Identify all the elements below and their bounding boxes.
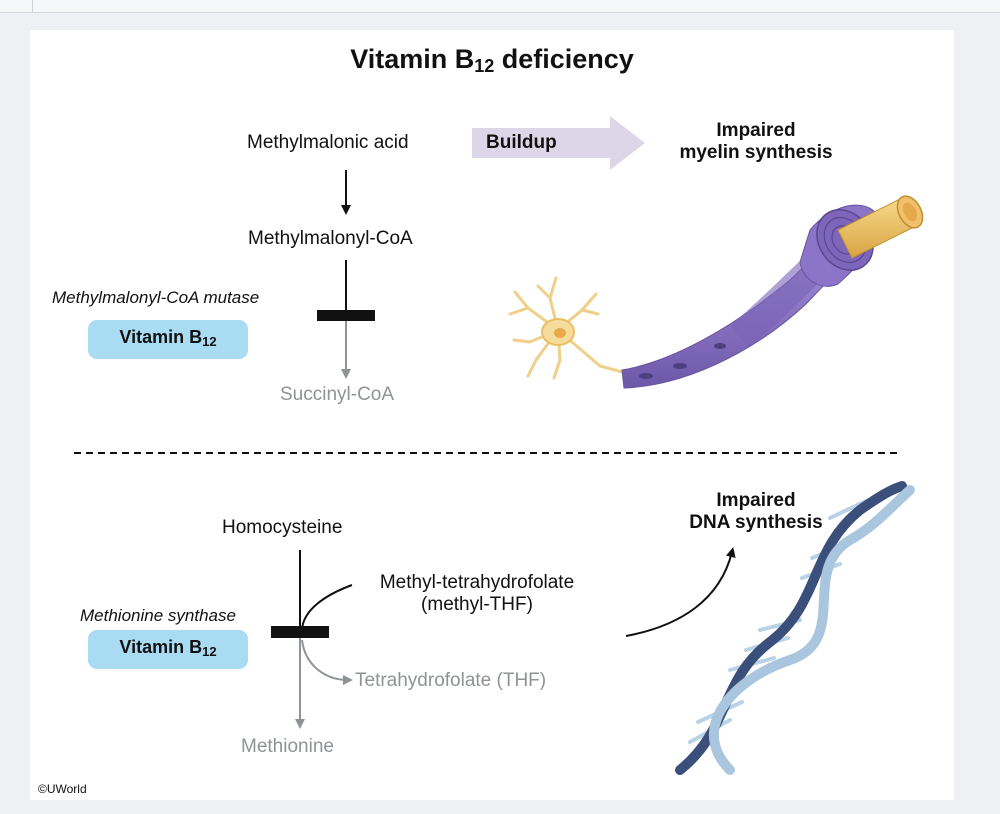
- thf-label: Tetrahydrofolate (THF): [355, 670, 547, 691]
- vitamin-b12-pill-top: Vitamin B12: [88, 320, 248, 359]
- enzyme-block-bar-bottom: [271, 626, 329, 638]
- cosubstrate-line-2: (methyl-THF): [421, 594, 533, 615]
- diagram-title: Vitamin B12 deficiency: [350, 44, 634, 76]
- cosubstrate-line-1: Methyl-tetrahydrofolate: [379, 572, 575, 593]
- coproduct-curve: [301, 639, 353, 685]
- cosubstrate-curve: [301, 584, 353, 631]
- impaired-dna-outcome: Impaired DNA synthesis: [666, 490, 846, 534]
- methionine-label: Methionine: [241, 736, 334, 757]
- strip-edge: [32, 0, 33, 12]
- homocysteine-label: Homocysteine: [222, 517, 343, 538]
- outcome-line-2: DNA synthesis: [689, 512, 823, 533]
- outcome-line-2: myelin synthesis: [679, 142, 833, 163]
- buildup-label: Buildup: [486, 132, 557, 153]
- impaired-myelin-outcome: Impaired myelin synthesis: [666, 120, 846, 164]
- dna-outcome-arrow: [625, 547, 736, 637]
- myelinated-axon-illustration: [621, 195, 924, 389]
- enzyme-block-bar-top: [317, 310, 375, 321]
- neuron-illustration: [508, 276, 632, 380]
- succinyl-coa-label: Succinyl-CoA: [280, 384, 395, 405]
- mutase-enzyme-label: Methylmalonyl-CoA mutase: [52, 288, 260, 307]
- methylmalonic-acid-label: Methylmalonic acid: [247, 132, 409, 153]
- diagram-panel: Vitamin B12 deficiency: [30, 30, 954, 800]
- copyright-label: ©UWorld: [38, 782, 87, 796]
- vitamin-b12-pill-bottom: Vitamin B12: [88, 630, 248, 669]
- dna-helix-illustration: [675, 481, 915, 775]
- browser-top-strip: [0, 0, 1000, 13]
- methylmalonyl-coa-label: Methylmalonyl-CoA: [248, 228, 413, 249]
- outcome-line-1: Impaired: [716, 120, 796, 141]
- methyl-thf-label: Methyl-tetrahydrofolate (methyl-THF): [352, 572, 602, 616]
- methionine-synthase-label: Methionine synthase: [80, 606, 236, 625]
- diagram-graphics: [74, 116, 924, 775]
- buildup-arrow: [472, 116, 645, 170]
- outcome-line-1: Impaired: [716, 490, 796, 511]
